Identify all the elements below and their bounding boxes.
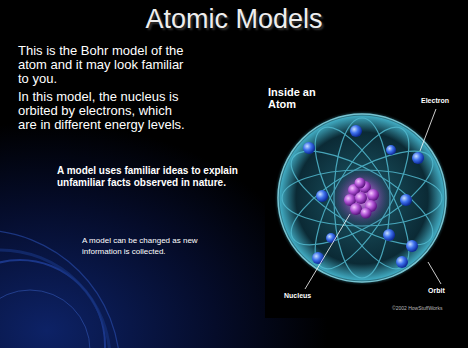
electron-sphere [312, 252, 324, 264]
leader-line [420, 109, 436, 151]
nucleon [355, 178, 366, 189]
illustration-panel [265, 78, 462, 318]
electron-sphere [383, 229, 395, 241]
leader-lines [305, 109, 441, 289]
leader-line [305, 214, 350, 289]
electron-sphere [396, 256, 408, 268]
orbit-ellipse [279, 134, 446, 262]
orbit-ellipse [279, 134, 446, 262]
orbits [279, 115, 446, 282]
nucleus [344, 178, 379, 219]
nucleon [355, 192, 367, 204]
part-label: Electron [421, 96, 461, 105]
electron-sphere [326, 233, 336, 243]
orbit-ellipse [298, 115, 426, 282]
part-label: Orbit [428, 286, 460, 295]
electron-sphere [386, 145, 396, 155]
atom-glow [274, 110, 450, 286]
leader-line [428, 262, 441, 284]
electron-sphere [303, 142, 315, 154]
part-label: Nucleus [284, 291, 324, 300]
nucleon [367, 189, 379, 201]
note-text: A model uses familiar ideas to explain u… [57, 165, 242, 189]
electrons [303, 125, 424, 268]
swirl-arc [0, 290, 90, 348]
electron-sphere [316, 190, 328, 202]
slide-title: Atomic Models [0, 3, 468, 35]
body-text: This is the Bohr model of the atom and i… [18, 44, 190, 86]
electron-sphere [350, 125, 362, 137]
nucleon [350, 203, 362, 215]
electron-sphere [406, 240, 418, 252]
swirl-arc [0, 260, 105, 348]
nucleon [361, 208, 372, 219]
small-note: A model can be changed as new informatio… [82, 235, 237, 257]
electron-sphere [412, 152, 424, 164]
body-text: In this model, the nucleus is orbited by… [18, 90, 190, 132]
nucleus-glow [332, 168, 392, 228]
electron-sphere [400, 194, 412, 206]
atom-shell [278, 114, 446, 282]
copyright-note: ©2002 HowStuffWorks [392, 305, 460, 312]
illustration-heading: Inside an Atom [268, 86, 332, 110]
swirl-arc [0, 250, 110, 348]
atom-illustration [274, 109, 450, 289]
orbit-ellipse [298, 115, 426, 282]
